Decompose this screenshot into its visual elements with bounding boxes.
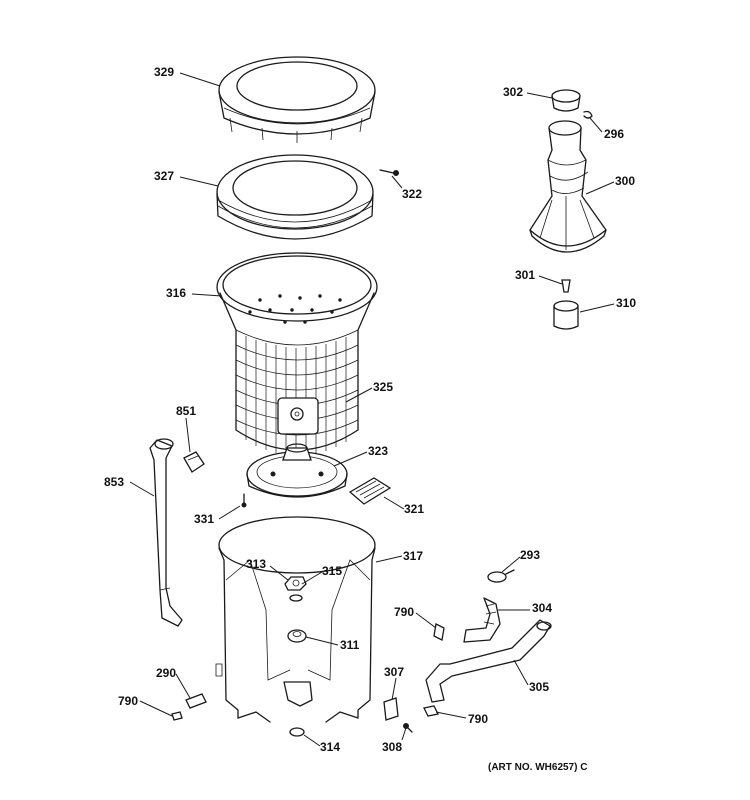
part-323-hub <box>246 443 348 498</box>
label-302: 302 <box>503 85 523 99</box>
part-790-clip-right <box>423 705 439 717</box>
label-293: 293 <box>520 548 540 562</box>
part-302-cap <box>551 89 581 112</box>
leader-lines <box>129 72 615 747</box>
part-851-cap <box>183 451 205 473</box>
label-304: 304 <box>532 601 552 615</box>
label-311: 311 <box>340 638 360 652</box>
part-314-washer <box>289 727 305 737</box>
label-300: 300 <box>615 174 635 188</box>
label-290: 290 <box>156 666 176 680</box>
part-311-seal <box>287 629 307 643</box>
part-310-coupling <box>553 300 579 330</box>
part-304-hose <box>463 597 501 643</box>
part-313-nut <box>284 576 307 591</box>
part-290-pin <box>185 693 207 709</box>
part-321-filter <box>348 477 392 505</box>
label-308: 308 <box>382 740 402 754</box>
label-851: 851 <box>176 404 196 418</box>
label-301: 301 <box>515 268 535 282</box>
label-317: 317 <box>403 549 423 563</box>
label-314: 314 <box>320 740 340 754</box>
part-300-agitator <box>529 120 607 253</box>
label-305: 305 <box>529 680 549 694</box>
label-310: 310 <box>616 296 636 310</box>
part-305-hose <box>425 619 552 703</box>
label-331: 331 <box>194 512 214 526</box>
art-number: (ART NO. WH6257) C <box>488 762 587 773</box>
part-329-tub-ring <box>218 56 376 143</box>
part-293-clamp <box>487 569 515 583</box>
part-316-basket <box>216 252 378 456</box>
part-322-screw <box>379 169 399 176</box>
part-317-outer-tub <box>215 516 376 723</box>
label-325: 325 <box>373 380 393 394</box>
part-790-clip-left <box>171 711 183 721</box>
part-308-screw <box>403 723 413 733</box>
label-315: 315 <box>322 564 342 578</box>
part-853-tube <box>149 438 183 627</box>
part-315-washer <box>289 594 303 602</box>
part-327-tub-cover <box>216 154 374 240</box>
part-790-clip-middle <box>433 623 445 641</box>
label-307: 307 <box>384 665 404 679</box>
part-331-clip <box>241 493 247 508</box>
label-790-left: 790 <box>118 694 138 708</box>
label-323: 323 <box>368 444 388 458</box>
label-321: 321 <box>404 502 424 516</box>
label-329: 329 <box>154 65 174 79</box>
label-322: 322 <box>402 187 422 201</box>
part-301-bolt <box>561 279 571 293</box>
part-307-bracket <box>383 697 399 721</box>
label-296: 296 <box>604 127 624 141</box>
label-316: 316 <box>166 286 186 300</box>
part-296-clip <box>583 110 593 119</box>
label-790-middle: 790 <box>394 605 414 619</box>
label-327: 327 <box>154 169 174 183</box>
label-313: 313 <box>246 557 266 571</box>
label-790-right: 790 <box>468 712 488 726</box>
label-853: 853 <box>104 475 124 489</box>
part-labels: 329 327 322 316 325 851 853 323 321 331 … <box>104 65 636 773</box>
